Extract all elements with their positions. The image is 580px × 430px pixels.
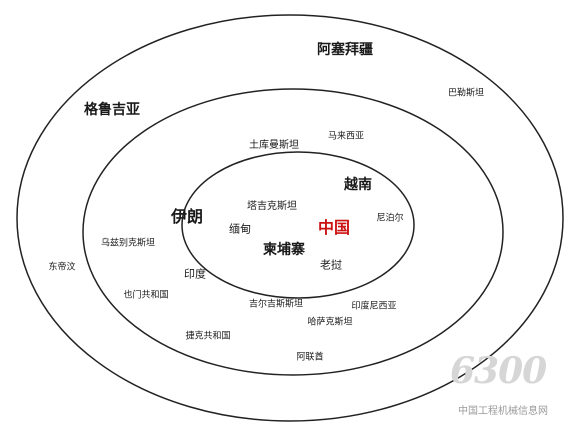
inner-ring <box>181 151 415 299</box>
country-vietnam: 越南 <box>344 177 372 193</box>
country-tajikistan: 塔吉克斯坦 <box>247 201 297 212</box>
country-indonesia: 印度尼西亚 <box>351 301 397 312</box>
middle-ring <box>82 88 504 376</box>
country-kyrgyzstan: 吉尔吉斯斯坦 <box>248 299 304 310</box>
country-laos: 老挝 <box>320 258 342 272</box>
center-label-china: 中国 <box>317 218 351 237</box>
country-uae: 阿联酋 <box>296 352 324 363</box>
watermark-site-name: 中国工程机械信息网 <box>458 406 548 417</box>
country-cambodia: 柬埔寨 <box>263 242 305 258</box>
country-turkmenistan: 土库曼斯坦 <box>249 140 299 151</box>
country-east-timor: 东帝汶 <box>48 262 76 273</box>
country-nepal: 尼泊尔 <box>376 213 404 224</box>
country-uzbekistan: 乌兹别克斯坦 <box>100 238 156 249</box>
outer-ring <box>16 14 564 422</box>
country-iran: 伊朗 <box>170 207 204 226</box>
country-india: 印度 <box>184 267 206 281</box>
country-myanmar: 缅甸 <box>229 222 251 236</box>
country-czech-republic: 捷克共和国 <box>185 331 231 342</box>
country-kazakhstan: 哈萨克斯坦 <box>307 317 353 328</box>
country-malaysia: 马来西亚 <box>327 131 365 142</box>
watermark-logo: 6300 <box>450 350 547 392</box>
country-azerbaijan: 阿塞拜疆 <box>317 42 373 58</box>
country-palestine: 巴勒斯坦 <box>447 88 485 99</box>
country-yemen: 也门共和国 <box>123 290 169 301</box>
country-georgia: 格鲁吉亚 <box>84 102 140 118</box>
